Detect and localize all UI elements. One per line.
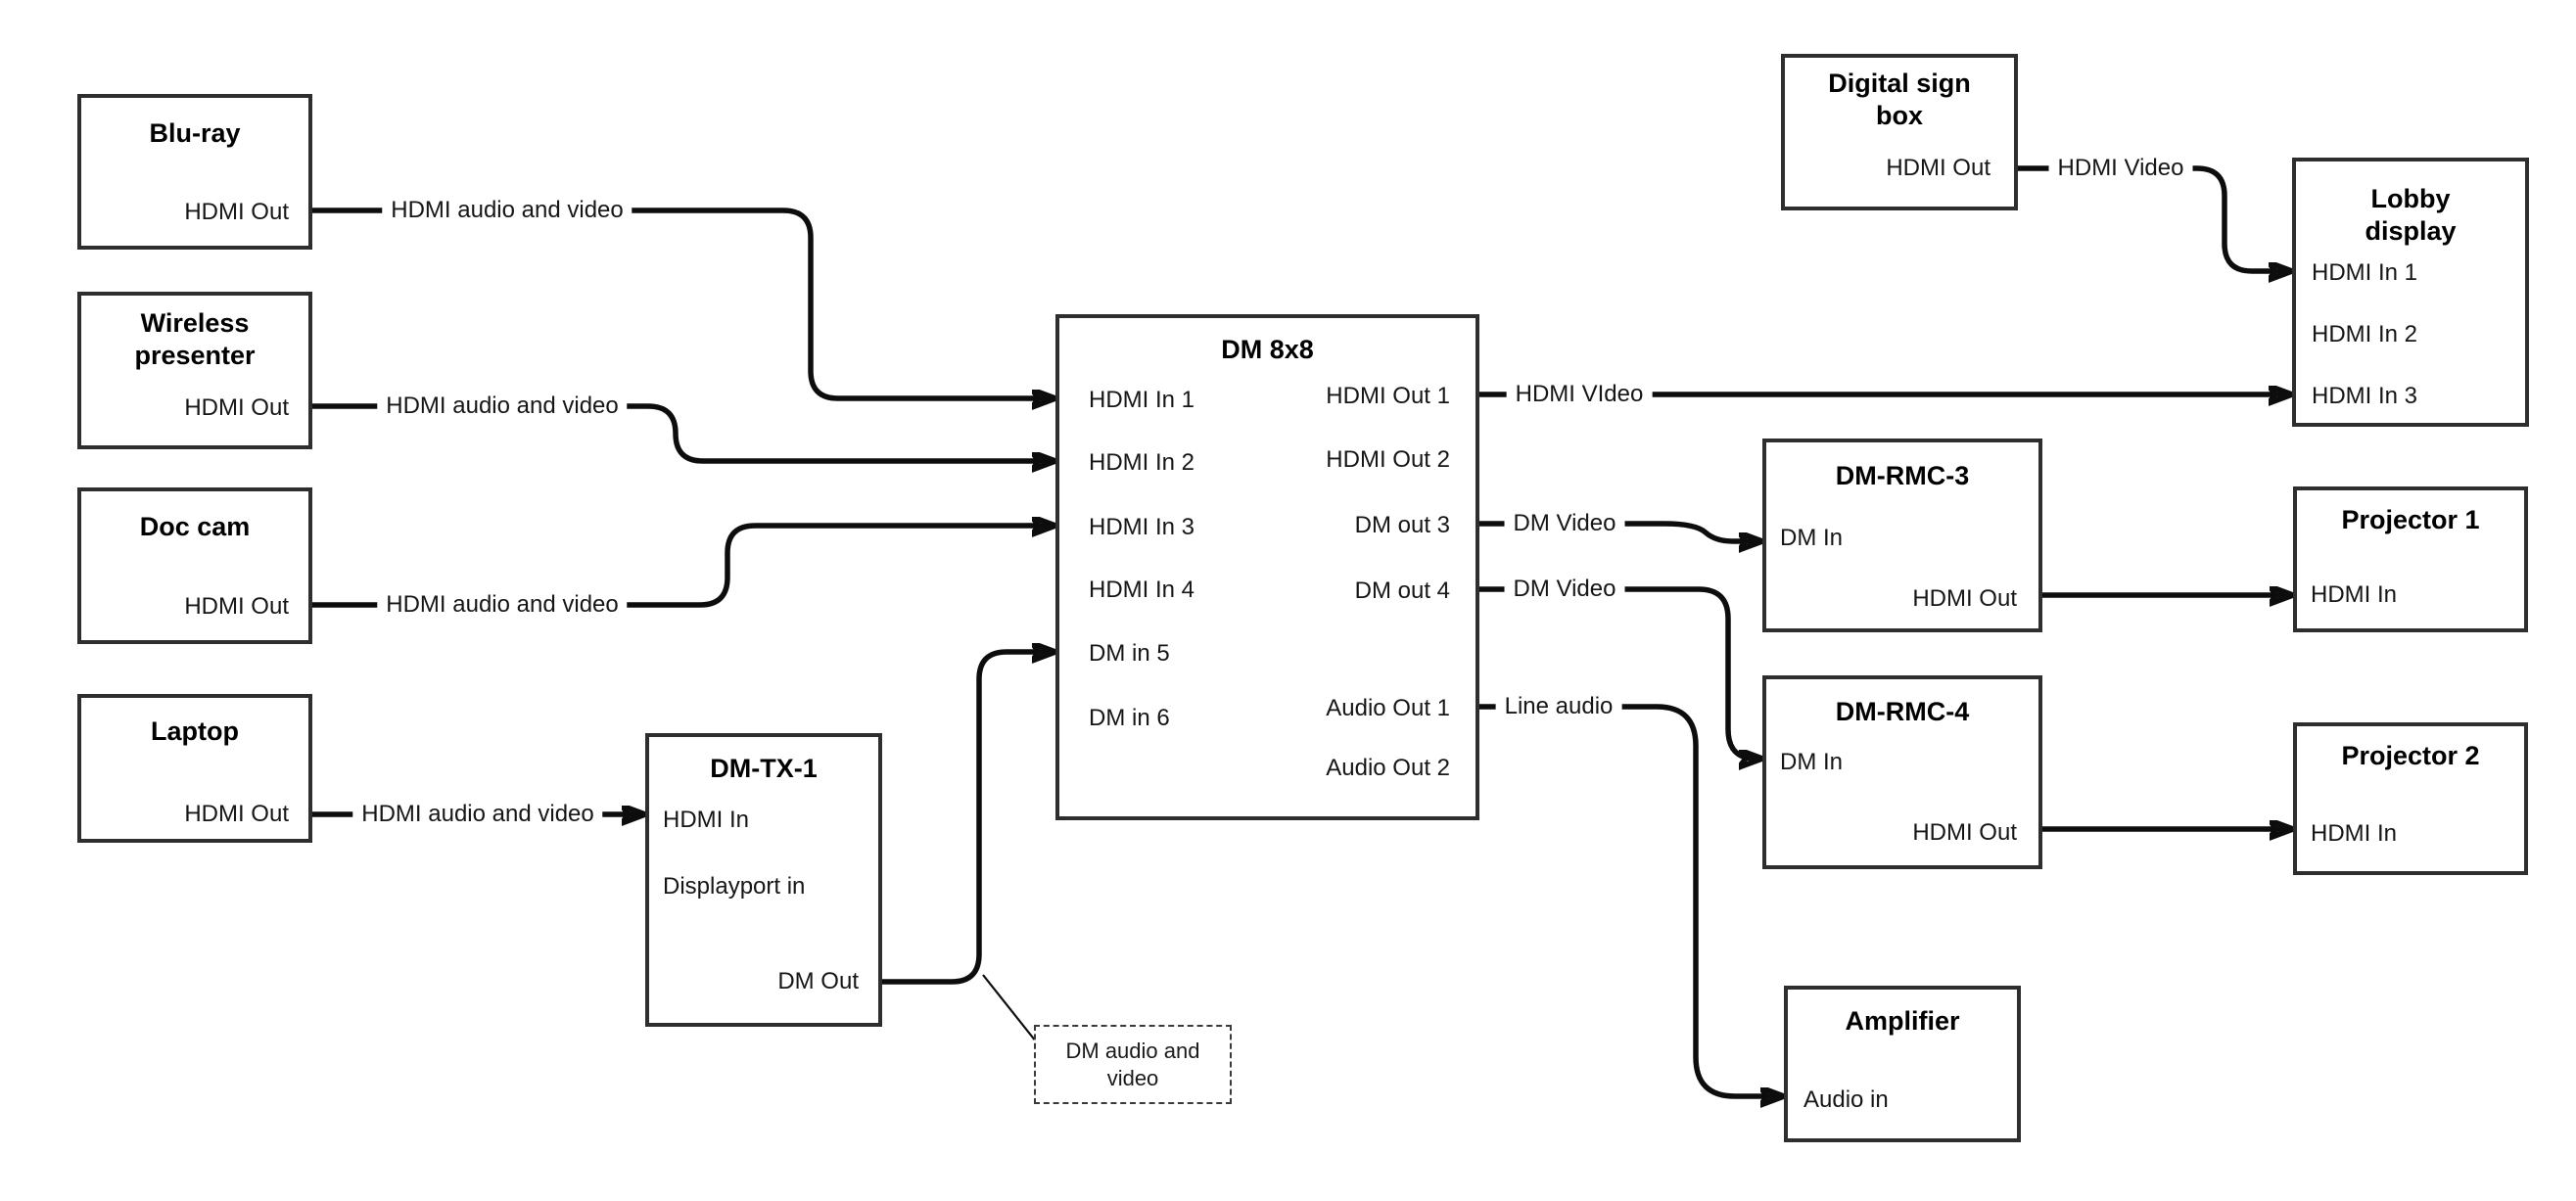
- wire-label-hdmi-video-sign: HDMI Video: [2048, 155, 2193, 182]
- edge-bluray-to-dm8x8-in1: [312, 208, 1055, 398]
- edge-dm8x8-out3-to-dmrmc3: [1479, 521, 1762, 541]
- port-dmrmc3-dm-in: DM In: [1780, 525, 1844, 551]
- port-dmtx1-hdmi-in: HDMI In: [663, 807, 750, 833]
- port-dm8x8-hdmi-in-2: HDMI In 2: [1089, 449, 1195, 476]
- node-amplifier-title: Amplifier: [1845, 1006, 1960, 1036]
- node-laptop: Laptop HDMI Out: [77, 694, 312, 843]
- node-bluray: Blu-ray HDMI Out: [77, 94, 312, 250]
- port-dm8x8-hdmi-in-1: HDMI In 1: [1089, 387, 1195, 413]
- node-dm-rmc-3: DM-RMC-3 DM In HDMI Out: [1762, 439, 2042, 632]
- node-dm-8x8: DM 8x8 HDMI In 1 HDMI In 2 HDMI In 3 HDM…: [1055, 314, 1479, 820]
- port-proj2-hdmi-in: HDMI In: [2311, 820, 2398, 847]
- edge-wireless-to-dm8x8-in2: [312, 403, 1055, 461]
- edge-dm8x8-aout1-to-amp: [1479, 704, 1784, 1096]
- port-dmtx1-dm-out: DM Out: [777, 968, 859, 994]
- node-bluray-title: Blu-ray: [149, 118, 241, 148]
- annotation-dm-audio-video: DM audio and video: [1034, 1025, 1232, 1104]
- port-dm8x8-hdmi-in-3: HDMI In 3: [1089, 514, 1195, 540]
- node-lobby-display-title: Lobby display: [2365, 184, 2457, 246]
- node-dm-rmc-4: DM-RMC-4 DM In HDMI Out: [1762, 675, 2042, 869]
- edge-doccam-to-dm8x8-in3: [312, 526, 1055, 608]
- node-projector-2-title: Projector 2: [2341, 741, 2480, 770]
- annotation-dm-audio-video-text: DM audio and video: [1065, 1038, 1200, 1090]
- port-proj1-hdmi-in: HDMI In: [2311, 581, 2398, 608]
- wire-label-hdmi-av-bluray: HDMI audio and video: [382, 197, 632, 224]
- node-projector-2: Projector 2 HDMI In: [2293, 722, 2528, 875]
- node-dm-8x8-title: DM 8x8: [1221, 335, 1314, 364]
- port-dmrmc3-hdmi-out: HDMI Out: [1912, 585, 2017, 612]
- node-dm-rmc-4-title: DM-RMC-4: [1835, 697, 1970, 726]
- node-dm-tx-1-title: DM-TX-1: [710, 754, 818, 783]
- edge-dm8x8-out4-to-dmrmc4: [1479, 586, 1762, 759]
- port-dm8x8-dm-out-4: DM out 4: [1354, 577, 1450, 604]
- wire-label-dm-video-out4: DM Video: [1504, 576, 1625, 603]
- port-doccam-hdmi-out: HDMI Out: [184, 593, 289, 620]
- annotation-leader-line: [982, 974, 1037, 1042]
- node-digital-sign-box-title: Digital sign box: [1828, 69, 1971, 130]
- port-wireless-hdmi-out: HDMI Out: [184, 394, 289, 421]
- port-dm8x8-hdmi-out-2: HDMI Out 2: [1326, 446, 1450, 473]
- port-dmrmc4-dm-in: DM In: [1780, 749, 1844, 775]
- port-lobby-hdmi-in-3: HDMI In 3: [2312, 383, 2418, 409]
- node-doc-cam: Doc cam HDMI Out: [77, 487, 312, 644]
- node-dm-rmc-3-title: DM-RMC-3: [1835, 461, 1970, 490]
- port-dm8x8-dm-in-5: DM in 5: [1089, 640, 1170, 667]
- port-dm8x8-dm-out-3: DM out 3: [1354, 512, 1450, 538]
- node-dm-tx-1: DM-TX-1 HDMI In Displayport in DM Out: [645, 733, 882, 1027]
- wire-label-hdmi-av-laptop: HDMI audio and video: [352, 801, 603, 828]
- node-digital-sign-box: Digital sign box HDMI Out: [1781, 54, 2018, 210]
- port-bluray-hdmi-out: HDMI Out: [184, 199, 289, 225]
- node-wireless-presenter-title: Wireless presenter: [134, 308, 256, 370]
- node-wireless-presenter: Wireless presenter HDMI Out: [77, 292, 312, 449]
- port-dm8x8-audio-out-1: Audio Out 1: [1326, 695, 1450, 721]
- node-lobby-display: Lobby display HDMI In 1 HDMI In 2 HDMI I…: [2292, 158, 2529, 427]
- port-dm8x8-hdmi-out-1: HDMI Out 1: [1326, 383, 1450, 409]
- wire-label-hdmi-av-wireless: HDMI audio and video: [377, 393, 628, 420]
- node-projector-1: Projector 1 HDMI In: [2293, 486, 2528, 632]
- wire-label-line-audio: Line audio: [1495, 693, 1622, 720]
- wire-label-hdmi-video-out1: HDMI VIdeo: [1506, 381, 1653, 408]
- wire-label-dm-video-out3: DM Video: [1504, 510, 1625, 537]
- wire-label-hdmi-av-doccam: HDMI audio and video: [377, 591, 628, 619]
- port-dm8x8-dm-in-6: DM in 6: [1089, 705, 1170, 731]
- node-amplifier: Amplifier Audio in: [1784, 986, 2021, 1142]
- port-dmtx1-displayport-in: Displayport in: [663, 873, 806, 900]
- node-doc-cam-title: Doc cam: [139, 512, 251, 541]
- port-dm8x8-audio-out-2: Audio Out 2: [1326, 755, 1450, 781]
- port-dmrmc4-hdmi-out: HDMI Out: [1912, 819, 2017, 846]
- port-dm8x8-hdmi-in-4: HDMI In 4: [1089, 577, 1195, 603]
- edge-dmtx1-to-dm8x8-in5: [882, 652, 1055, 985]
- port-signbox-hdmi-out: HDMI Out: [1886, 155, 1991, 181]
- node-projector-1-title: Projector 1: [2341, 505, 2480, 534]
- port-lobby-hdmi-in-1: HDMI In 1: [2312, 259, 2418, 286]
- port-amp-audio-in: Audio in: [1803, 1086, 1889, 1113]
- port-laptop-hdmi-out: HDMI Out: [184, 801, 289, 827]
- node-laptop-title: Laptop: [151, 716, 239, 746]
- port-lobby-hdmi-in-2: HDMI In 2: [2312, 321, 2418, 347]
- edge-signbox-to-lobby-in1: [2018, 165, 2292, 271]
